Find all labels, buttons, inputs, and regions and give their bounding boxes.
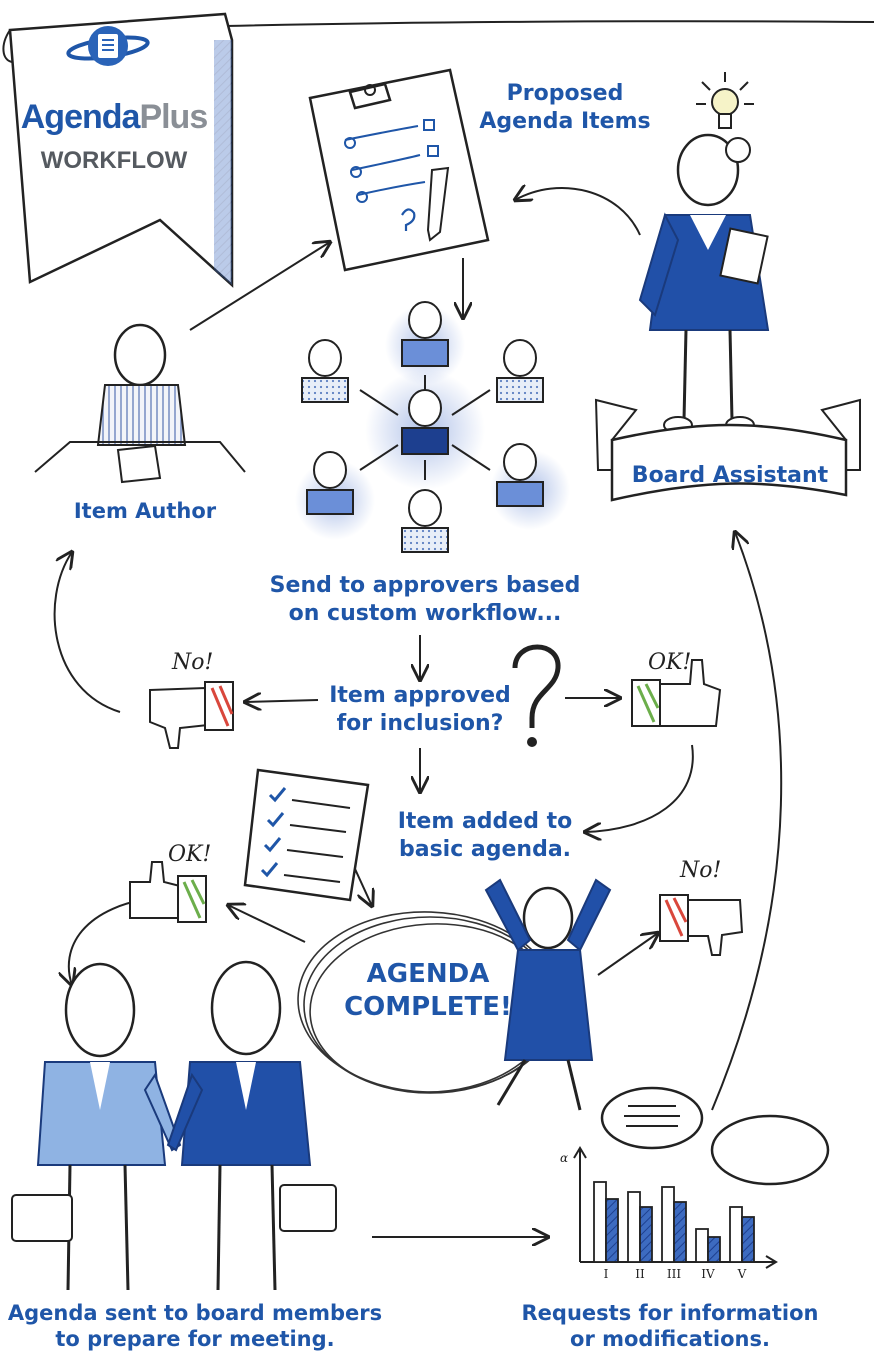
agendaplus-logo-icon bbox=[66, 26, 150, 66]
logo-subtitle: WORKFLOW bbox=[41, 147, 188, 174]
chart-tick-label: IV bbox=[701, 1267, 715, 1281]
label-agenda-sent: Agenda sent to board members to prepare … bbox=[7, 1301, 383, 1352]
label-item-added-to-agenda: Item added to basic agenda. bbox=[397, 809, 573, 862]
logo-banner bbox=[2, 12, 234, 288]
celebrating-woman-figure bbox=[484, 878, 612, 1111]
speech-bubbles-icon bbox=[600, 1086, 830, 1186]
question-mark-icon bbox=[512, 644, 561, 747]
label-item-approved-question: Item approved for inclusion? bbox=[329, 683, 511, 736]
lightbulb-icon bbox=[696, 72, 754, 129]
handwritten-ok-bottom: OK! bbox=[168, 842, 212, 867]
chart-bar-V-series-2 bbox=[741, 1216, 755, 1263]
chart-tick-label: V bbox=[737, 1267, 747, 1281]
label-requests: Requests for information or modification… bbox=[521, 1301, 819, 1352]
flow-arrows bbox=[53, 188, 783, 1237]
thumbs-up-icon-right bbox=[631, 659, 722, 727]
logo-text: AgendaPlus bbox=[21, 98, 208, 136]
chart-tick-label: III bbox=[667, 1267, 681, 1281]
item-author-figure bbox=[34, 323, 246, 484]
businessmen-handshake-figure bbox=[11, 960, 337, 1291]
label-proposed-agenda-items: Proposed Agenda Items bbox=[479, 81, 651, 134]
checklist-document-icon bbox=[243, 768, 370, 902]
approver-network bbox=[295, 301, 570, 553]
handwritten-no-bottom: No! bbox=[680, 858, 722, 883]
chart-bar-I-series-1 bbox=[593, 1181, 607, 1263]
chart-bar-III-series-1 bbox=[661, 1186, 675, 1263]
clipboard-icon bbox=[308, 68, 490, 272]
chart-bar-II-series-1 bbox=[627, 1191, 641, 1263]
chart-bar-III-series-2 bbox=[673, 1201, 687, 1263]
label-agenda-complete: AGENDA COMPLETE! bbox=[344, 959, 512, 1022]
board-assistant-ribbon bbox=[594, 398, 861, 502]
chart-tick-label: II bbox=[635, 1267, 645, 1281]
chart-bar-IV-series-1 bbox=[695, 1228, 709, 1263]
thumbs-down-icon-left bbox=[149, 681, 234, 749]
label-send-to-approvers: Send to approvers based on custom workfl… bbox=[269, 573, 581, 626]
board-assistant-figure bbox=[638, 133, 770, 434]
chart-tick-label: I bbox=[604, 1267, 609, 1281]
handwritten-no-left: No! bbox=[172, 650, 214, 675]
handwritten-ok-right: OK! bbox=[648, 650, 692, 675]
chart-bar-II-series-2 bbox=[639, 1206, 653, 1263]
chart-bar-V-series-1 bbox=[729, 1206, 743, 1263]
thumbs-down-icon-bottom bbox=[659, 894, 744, 956]
chart-bar-I-series-2 bbox=[605, 1198, 619, 1263]
chart-axis-alpha-label: α bbox=[560, 1151, 568, 1165]
label-item-author: Item Author bbox=[73, 499, 217, 523]
thumbs-up-icon-bottom bbox=[129, 861, 207, 923]
chart-bar-IV-series-2 bbox=[707, 1236, 721, 1263]
label-board-assistant: Board Assistant bbox=[631, 463, 829, 488]
